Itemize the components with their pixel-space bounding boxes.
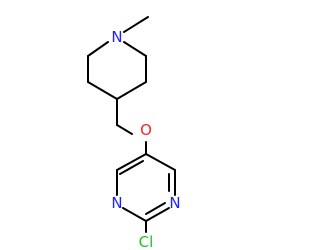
bond-c3-c4 (87, 81, 118, 100)
bond-c5-c4pyr-inner (119, 160, 144, 175)
bond-n3-c2pyr (122, 207, 147, 222)
bond-n-c2 (87, 41, 109, 57)
bond-n1-c2pyr-inner (145, 202, 166, 215)
bond-n1-c2pyr (145, 207, 170, 222)
atom-n-pyrimidine-left: N (111, 194, 122, 212)
molecule-drawing: N O N N Cl (87, 16, 181, 250)
atom-n-piperidine: N (111, 28, 122, 46)
bond-n-c6 (123, 41, 147, 57)
bond-c5-c6pyr (145, 153, 176, 171)
bond-methyl-n (123, 16, 149, 33)
bond-c5-c4 (116, 81, 147, 100)
structure-canvas: N O N N Cl (87, 16, 181, 250)
bond-ch2-o (116, 124, 133, 135)
atom-n-pyrimidine-right: N (169, 194, 180, 212)
bond-c5-c4pyr (116, 153, 147, 171)
atom-o-ether: O (140, 121, 152, 139)
atom-cl: Cl (139, 233, 154, 250)
